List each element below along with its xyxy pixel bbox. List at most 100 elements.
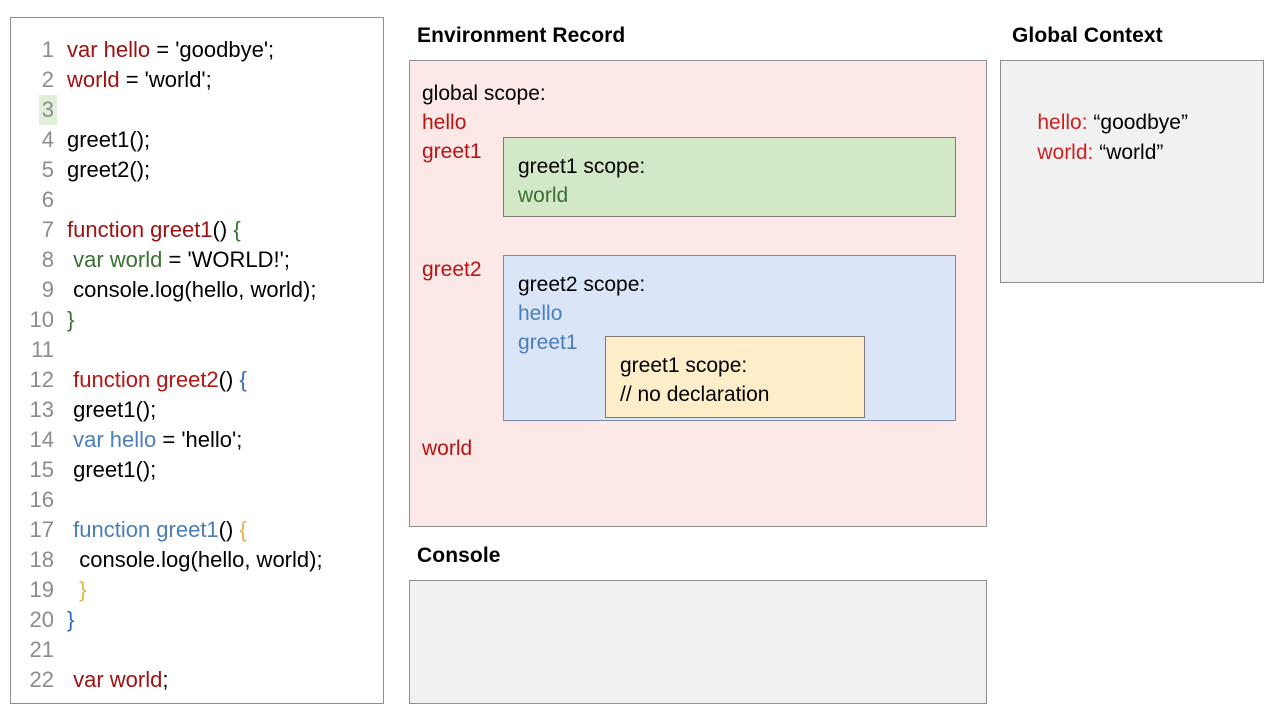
- code-line[interactable]: 3: [11, 95, 383, 125]
- code-token: console.log(hello, world);: [67, 547, 323, 572]
- code-line-number: 18: [11, 545, 57, 575]
- code-line[interactable]: 17 function greet1() {: [11, 515, 383, 545]
- code-line-text: greet1();: [57, 125, 150, 155]
- code-token: = 'WORLD!';: [162, 247, 290, 272]
- code-line-text: greet2();: [57, 155, 150, 185]
- code-line[interactable]: 8 var world = 'WORLD!';: [11, 245, 383, 275]
- code-line-number-text: 1: [41, 37, 54, 62]
- code-line-number-text: 21: [29, 637, 54, 662]
- code-line-number: 21: [11, 635, 57, 665]
- code-line-number: 15: [11, 455, 57, 485]
- code-line[interactable]: 14 var hello = 'hello';: [11, 425, 383, 455]
- code-token: greet2();: [67, 157, 151, 182]
- code-line[interactable]: 13 greet1();: [11, 395, 383, 425]
- code-line-number: 3: [11, 95, 57, 125]
- greet2-scope-title: greet2 scope:: [518, 273, 646, 296]
- code-line-number: 10: [11, 305, 57, 335]
- code-line-number: 4: [11, 125, 57, 155]
- code-line-number-text: 3: [38, 95, 57, 125]
- code-line-number-text: 10: [29, 307, 54, 332]
- code-line-text: function greet1() {: [57, 215, 241, 245]
- code-token: }: [67, 307, 75, 332]
- code-line[interactable]: 19 }: [11, 575, 383, 605]
- code-line-number-text: 9: [41, 277, 54, 302]
- code-token: (): [218, 367, 240, 392]
- code-token: = 'world';: [119, 67, 212, 92]
- code-token: {: [239, 367, 247, 392]
- code-token: greet1();: [67, 457, 157, 482]
- global-binding-greet1: greet1: [422, 140, 482, 163]
- code-line-text: greet1();: [57, 455, 156, 485]
- code-line[interactable]: 6: [11, 185, 383, 215]
- global-context-panel: hello: “goodbye” world: “world”: [1000, 60, 1264, 283]
- code-line[interactable]: 22 var world;: [11, 665, 383, 695]
- code-token: }: [67, 607, 75, 632]
- global-context-key: world:: [1037, 141, 1094, 164]
- code-line-number: 13: [11, 395, 57, 425]
- code-line-number-text: 8: [41, 247, 54, 272]
- code-line-text: function greet2() {: [57, 365, 247, 395]
- code-token: }: [79, 577, 87, 602]
- code-token: function greet1: [67, 217, 213, 242]
- code-line[interactable]: 10}: [11, 305, 383, 335]
- code-line-number-text: 5: [41, 157, 54, 182]
- code-token: {: [233, 217, 241, 242]
- code-token: var world: [73, 667, 163, 692]
- global-context-heading: Global Context: [1012, 24, 1163, 47]
- code-line-number: 19: [11, 575, 57, 605]
- code-line-number: 11: [11, 335, 57, 365]
- code-line[interactable]: 20}: [11, 605, 383, 635]
- code-line-number: 20: [11, 605, 57, 635]
- code-line-number: 5: [11, 155, 57, 185]
- code-line-number: 6: [11, 185, 57, 215]
- code-line-text: var hello = 'hello';: [57, 425, 242, 455]
- console-panel[interactable]: [409, 580, 987, 704]
- code-token: {: [239, 517, 247, 542]
- code-line-number-text: 15: [29, 457, 54, 482]
- global-context-row: hello: “goodbye”: [1014, 78, 1188, 168]
- global-context-row: world: “world”: [1014, 108, 1163, 198]
- code-line-number-text: 18: [29, 547, 54, 572]
- code-line-number: 12: [11, 365, 57, 395]
- code-line[interactable]: 12 function greet2() {: [11, 365, 383, 395]
- code-line-text: }: [57, 305, 74, 335]
- nested-greet1-scope-title: greet1 scope:: [620, 354, 748, 377]
- code-line[interactable]: 21: [11, 635, 383, 665]
- code-token: (): [212, 217, 234, 242]
- code-line-number-text: 20: [29, 607, 54, 632]
- nested-greet1-scope-box: greet1 scope: // no declaration: [605, 336, 865, 418]
- code-line-number: 14: [11, 425, 57, 455]
- code-line[interactable]: 16: [11, 485, 383, 515]
- global-binding-greet2: greet2: [422, 258, 482, 281]
- code-token: = 'hello';: [156, 427, 243, 452]
- code-line[interactable]: 9 console.log(hello, world);: [11, 275, 383, 305]
- code-line-number: 1: [11, 35, 57, 65]
- code-line-text: var hello = 'goodbye';: [57, 35, 274, 65]
- code-token: world: [67, 67, 120, 92]
- code-line[interactable]: 15 greet1();: [11, 455, 383, 485]
- code-line[interactable]: 5 greet2();: [11, 155, 383, 185]
- code-line-number: 9: [11, 275, 57, 305]
- code-line[interactable]: 11: [11, 335, 383, 365]
- global-scope-box: global scope: hello greet1 greet2 world …: [409, 60, 987, 527]
- greet1-scope-binding-world: world: [518, 184, 569, 207]
- code-token: console.log(hello, world);: [67, 277, 317, 302]
- code-line[interactable]: 18 console.log(hello, world);: [11, 545, 383, 575]
- code-line-number-text: 13: [29, 397, 54, 422]
- nested-greet1-scope-note: // no declaration: [620, 383, 770, 406]
- code-line-number: 7: [11, 215, 57, 245]
- greet2-scope-binding-greet1: greet1: [518, 331, 578, 354]
- code-line-number: 16: [11, 485, 57, 515]
- code-line-text: greet1();: [57, 395, 156, 425]
- code-line-text: }: [57, 605, 74, 635]
- code-line-number-text: 17: [29, 517, 54, 542]
- global-context-value: “goodbye”: [1093, 111, 1188, 134]
- global-binding-hello: hello: [422, 111, 467, 134]
- code-line-text: function greet1() {: [57, 515, 247, 545]
